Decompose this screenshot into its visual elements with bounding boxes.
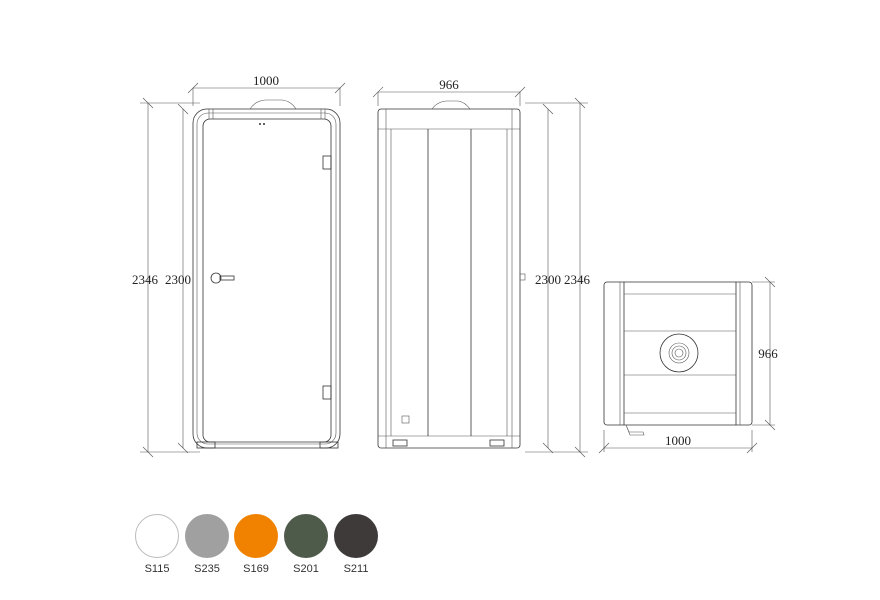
color-swatch-s201[interactable] (284, 514, 328, 558)
color-swatch-s211[interactable] (334, 514, 378, 558)
top-width-dimension: 1000 (665, 433, 691, 448)
front-body-height-dimension: 2300 (165, 272, 191, 287)
color-label: S169 (243, 563, 269, 575)
color-label: S235 (194, 563, 220, 575)
color-label: S115 (144, 563, 170, 575)
color-swatch-s235[interactable] (185, 514, 229, 558)
side-total-height-dimension: 2346 (564, 272, 591, 287)
color-swatch-s169[interactable] (234, 514, 278, 558)
top-depth-dimension: 966 (758, 346, 778, 361)
side-depth-dimension: 966 (439, 77, 459, 92)
color-swatch-s115[interactable] (135, 514, 179, 558)
color-label: S201 (293, 563, 319, 575)
front-width-dimension: 1000 (253, 73, 279, 88)
side-body-height-dimension: 2300 (535, 272, 561, 287)
front-total-height-dimension: 2346 (132, 272, 159, 287)
color-label: S211 (343, 563, 369, 575)
front-view: 1000 2346 2300 (132, 73, 346, 458)
top-view: 966 1000 (598, 276, 778, 454)
side-view: 966 2300 2346 (372, 77, 591, 458)
